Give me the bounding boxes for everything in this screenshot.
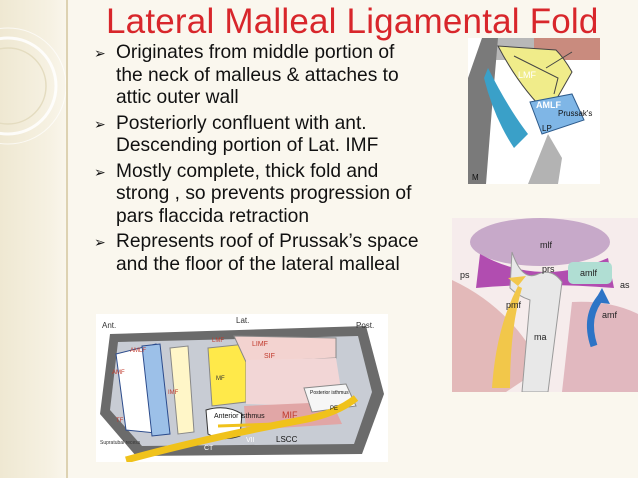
anatomy-illustration-mid: mlf prs amlf ps pmf as amf ma (452, 218, 638, 392)
label-posterior-isthmus: Posterior isthmus (310, 390, 349, 396)
bullet-item: ➢ Posteriorly confluent with ant. Descend… (94, 113, 464, 158)
arrow-bullet-icon: ➢ (94, 115, 106, 132)
bullet-text: Posteriorly confluent with ant. Descendi… (116, 112, 379, 157)
arrow-bullet-icon: ➢ (94, 45, 106, 61)
label-lmf: LMF (212, 338, 224, 344)
label-lat: Lat. (236, 316, 249, 325)
bullet-item: ➢ Originates from middle portion of the n… (94, 42, 464, 110)
figure-bottom: Ant. Lat. Post. LMF LIMF SIF AMLF AMF MI… (96, 314, 388, 462)
label-amf: amf (602, 310, 618, 320)
bullet-item: ➢ Represents roof of Prussak’s space and … (94, 231, 464, 276)
label-amlf: amlf (580, 268, 598, 278)
bullet-list: ➢ Originates from middle portion of the n… (94, 42, 464, 279)
label-ct: CT (204, 445, 214, 452)
anatomy-schematic-bottom: Ant. Lat. Post. LMF LIMF SIF AMLF AMF MI… (96, 314, 388, 462)
label-ant: Ant. (102, 321, 116, 330)
label-imf: IMF (168, 390, 179, 396)
label-anterior-isthmus: Anterior isthmus (214, 413, 265, 420)
arrow-bullet-icon: ➢ (94, 234, 106, 250)
label-m: M (472, 173, 479, 182)
label-mlf: mlf (540, 240, 552, 250)
label-tf: TF (116, 418, 124, 424)
label-amf: AMF (112, 370, 125, 376)
label-supratubal: Supratubal recess (100, 440, 141, 446)
label-lscc: LSCC (276, 435, 298, 444)
figure-top-right: LMF AMLF Prussak's LP M (468, 38, 600, 184)
bullet-text: Originates from middle portion of the ne… (116, 42, 399, 108)
label-vii: VII (246, 437, 255, 444)
arrow-bullet-icon: ➢ (94, 163, 106, 180)
label-pe: PE (330, 406, 338, 412)
label-mf: MF (216, 376, 225, 382)
bullet-text: Mostly complete, thick fold and strong ,… (116, 160, 412, 227)
label-prs: prs (542, 264, 555, 274)
label-ps: ps (460, 270, 470, 280)
label-amlf: AMLF (130, 348, 146, 354)
label-pmf: pmf (506, 300, 522, 310)
label-prussaks: Prussak's (558, 109, 592, 118)
label-amlf: AMLF (536, 100, 561, 110)
label-mif: MIF (282, 410, 298, 420)
anatomy-illustration-top: LMF AMLF Prussak's LP M (468, 38, 600, 184)
label-lmf: LMF (518, 70, 537, 80)
label-as: as (620, 280, 630, 290)
label-post: Post. (356, 321, 374, 330)
label-limf: LIMF (252, 341, 268, 348)
slide-title: Lateral Malleal Ligamental Fold (106, 2, 599, 41)
label-lp: LP (542, 124, 552, 133)
left-decor-band (0, 0, 70, 478)
figure-mid-right: mlf prs amlf ps pmf as amf ma (452, 218, 638, 392)
label-sif: SIF (264, 353, 275, 360)
label-ma: ma (534, 332, 547, 342)
decor-circles (0, 27, 67, 145)
decor-divider (66, 0, 68, 478)
bullet-text: Represents roof of Prussak’s space and t… (116, 231, 419, 275)
bullet-item: ➢ Mostly complete, thick fold and strong … (94, 161, 464, 229)
